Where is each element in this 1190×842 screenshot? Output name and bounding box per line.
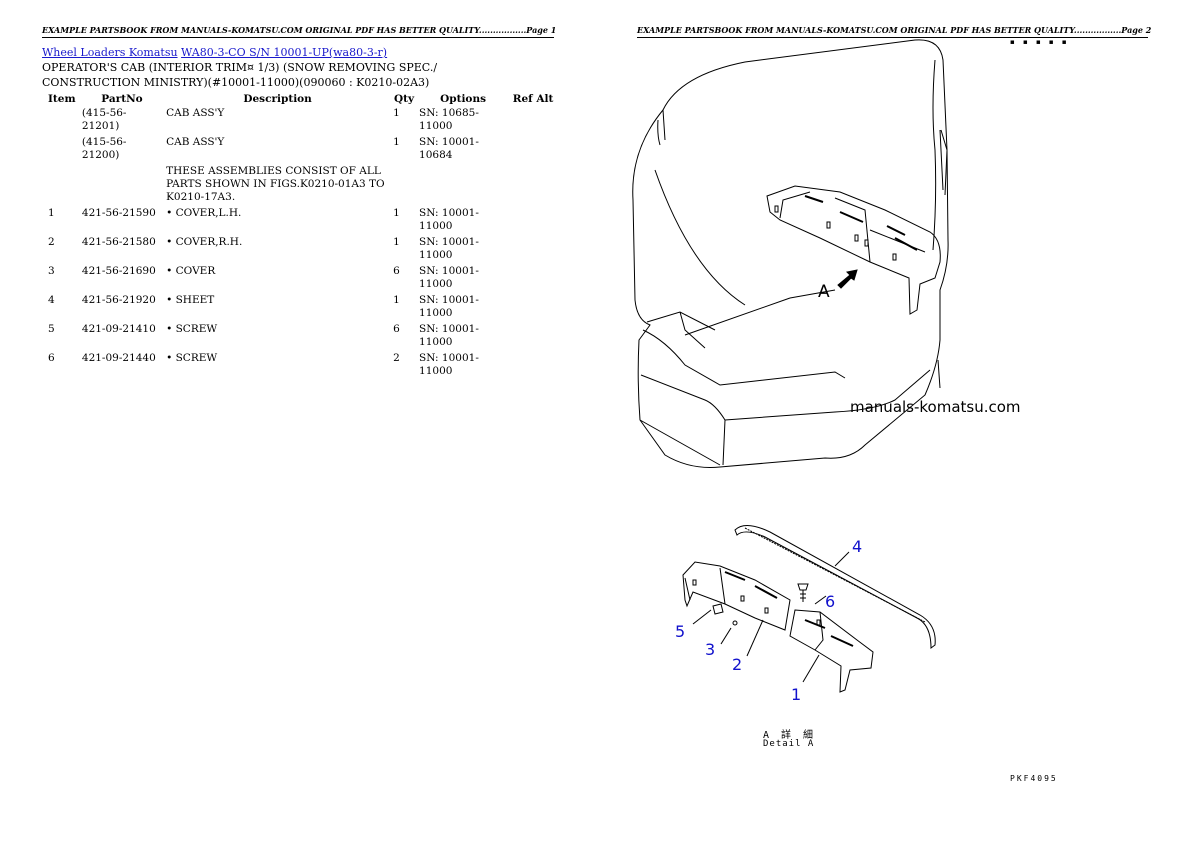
cell-options: SN: 10001-10684 <box>419 136 479 161</box>
page-code: PKF4095 <box>1010 774 1058 783</box>
cell-item: 2 <box>48 236 55 248</box>
parts-table: Item PartNo Description Qty Options Ref … <box>42 91 557 380</box>
cell-ref-alt <box>509 351 557 380</box>
callout-2: 2 <box>732 655 743 674</box>
cell-partno: 421-56-21590 <box>81 207 156 219</box>
cell-qty: 1 <box>393 236 400 248</box>
table-row: (415-56-21200) CAB ASS'Y 1 SN: 10001-10684 <box>42 135 557 164</box>
table-row: 3 421-56-21690 • COVER 6 SN: 10001-11000 <box>42 264 557 293</box>
cell-item: 1 <box>48 207 55 219</box>
cell-options: SN: 10001-11000 <box>419 294 479 319</box>
breadcrumb: Wheel Loaders Komatsu WA80-3-CO S/N 1000… <box>42 46 387 59</box>
cell-ref-alt <box>509 135 557 164</box>
cell-ref-alt <box>509 322 557 351</box>
parts-drawing <box>632 39 949 693</box>
cab-outline <box>632 39 949 468</box>
cell-item <box>42 164 80 206</box>
top-mark: ▪ ▪ ▪ ▪ ▪ <box>1010 38 1070 46</box>
cell-partno: (415-56-21200) <box>81 136 127 161</box>
cell-description: CAB ASS'Y <box>166 107 225 119</box>
cell-partno: 421-56-21580 <box>81 236 156 248</box>
cell-partno: 421-56-21690 <box>81 265 156 277</box>
detail-a-drawing <box>682 525 936 693</box>
page-1: EXAMPLE PARTSBOOK FROM MANUALS-KOMATSU.C… <box>42 24 557 380</box>
cell-description: THESE ASSEMBLIES CONSIST OF ALL PARTS SH… <box>166 165 385 203</box>
callout-1: 1 <box>791 685 802 704</box>
cell-ref-alt <box>509 235 557 264</box>
detail-label-jp: A 詳 細 <box>763 730 817 741</box>
watermark: manuals-komatsu.com <box>850 398 1021 416</box>
trim-assembly-on-cab <box>766 185 941 315</box>
cell-partno <box>80 164 164 206</box>
cell-ref-alt <box>509 106 557 135</box>
view-label-a: A <box>818 282 830 302</box>
cell-description: • COVER,R.H. <box>166 236 243 248</box>
cell-partno: 421-56-21920 <box>81 294 156 306</box>
cell-partno: 421-09-21440 <box>81 352 156 364</box>
table-row: 1 421-56-21590 • COVER,L.H. 1 SN: 10001-1100… <box>42 206 557 235</box>
callout-6: 6 <box>825 592 836 611</box>
page-header: EXAMPLE PARTSBOOK FROM MANUALS-KOMATSU.C… <box>637 24 1151 38</box>
cell-qty: 6 <box>393 323 400 335</box>
page-title: OPERATOR'S CAB (INTERIOR TRIM¤ 1/3) (SNO… <box>42 61 438 89</box>
cell-options <box>417 164 509 206</box>
cell-options: SN: 10685-11000 <box>419 107 479 132</box>
table-row: 6 421-09-21440 • SCREW 2 SN: 10001-11000 <box>42 351 557 380</box>
cell-item: 5 <box>48 323 55 335</box>
table-row: 4 421-56-21920 • SHEET 1 SN: 10001-11000 <box>42 293 557 322</box>
cell-item <box>42 106 80 135</box>
column-header-ref-alt: Ref Alt <box>512 92 554 105</box>
cell-description: • SHEET <box>166 294 215 306</box>
page-2: EXAMPLE PARTSBOOK FROM MANUALS-KOMATSU.C… <box>595 0 1190 842</box>
cell-item: 3 <box>48 265 55 277</box>
cell-partno: (415-56-21201) <box>81 107 127 132</box>
cell-qty: 6 <box>393 265 400 277</box>
cell-ref-alt <box>509 164 557 206</box>
cell-options: SN: 10001-11000 <box>419 265 479 290</box>
table-header-row: Item PartNo Description Qty Options Ref … <box>42 91 557 106</box>
cell-item: 4 <box>48 294 55 306</box>
cell-options: SN: 10001-11000 <box>419 207 479 232</box>
table-row: THESE ASSEMBLIES CONSIST OF ALL PARTS SH… <box>42 164 557 206</box>
callout-4: 4 <box>852 537 863 556</box>
page-header: EXAMPLE PARTSBOOK FROM MANUALS-KOMATSU.C… <box>42 24 556 38</box>
view-arrow <box>837 269 858 289</box>
column-header-qty: Qty <box>394 92 415 105</box>
table-row: (415-56-21201) CAB ASS'Y 1 SN: 10685-11000 <box>42 106 557 135</box>
cell-options: SN: 10001-11000 <box>419 352 479 377</box>
detail-label-en: Detail A <box>763 739 815 749</box>
cell-item: 6 <box>48 352 55 364</box>
cell-qty: 1 <box>393 294 400 306</box>
callout-5: 5 <box>675 622 686 641</box>
column-header-partno: PartNo <box>101 92 143 105</box>
cell-qty: 1 <box>393 207 400 219</box>
cell-ref-alt <box>509 293 557 322</box>
cell-description: • COVER <box>166 265 216 277</box>
cell-options: SN: 10001-11000 <box>419 236 479 261</box>
cell-qty <box>391 164 417 206</box>
table-row: 5 421-09-21410 • SCREW 6 SN: 10001-11000 <box>42 322 557 351</box>
cell-ref-alt <box>509 264 557 293</box>
cell-qty: 1 <box>393 107 400 119</box>
cell-description: CAB ASS'Y <box>166 136 225 148</box>
table-row: 2 421-56-21580 • COVER,R.H. 1 SN: 10001-1100… <box>42 235 557 264</box>
column-header-options: Options <box>440 92 486 105</box>
cell-ref-alt <box>509 206 557 235</box>
cell-qty: 2 <box>393 352 400 364</box>
cell-item <box>42 135 80 164</box>
cell-description: • COVER,L.H. <box>166 207 242 219</box>
breadcrumb-link-wheel-loaders[interactable]: Wheel Loaders Komatsu <box>42 46 178 59</box>
cell-description: • SCREW <box>166 352 218 364</box>
cell-options: SN: 10001-11000 <box>419 323 479 348</box>
callout-3: 3 <box>705 640 716 659</box>
column-header-description: Description <box>243 92 312 105</box>
column-header-item: Item <box>48 92 76 105</box>
cell-qty: 1 <box>393 136 400 148</box>
cell-description: • SCREW <box>166 323 218 335</box>
cell-partno: 421-09-21410 <box>81 323 156 335</box>
breadcrumb-link-model[interactable]: WA80-3-CO S/N 10001-UP(wa80-3-r) <box>181 46 388 59</box>
